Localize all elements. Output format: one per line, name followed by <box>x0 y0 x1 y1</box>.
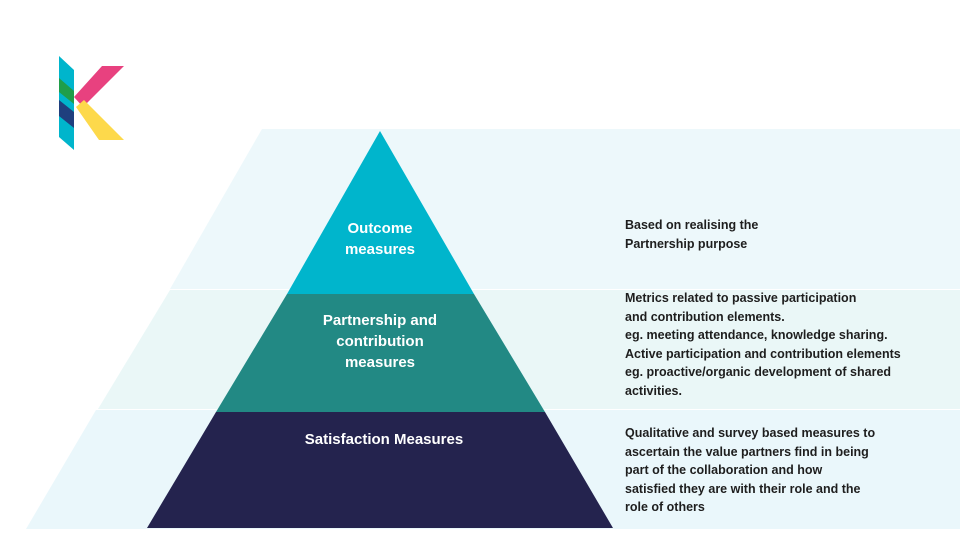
band-top <box>170 129 960 289</box>
tier-description-outcome: Based on realising the Partnership purpo… <box>625 218 759 251</box>
tier-label-outcome: Outcome measures <box>344 220 416 258</box>
pyramid-tier-top <box>287 131 474 294</box>
tier-label-partnership: Partnership and contribution measures <box>322 312 438 371</box>
tier-label-satisfaction: Satisfaction Measures <box>304 431 464 448</box>
k-logo-icon <box>59 56 124 150</box>
tier-description-satisfaction: Qualitative and survey based measures to… <box>625 426 876 514</box>
pyramid-tier-bottom <box>147 412 613 528</box>
pyramid-tier-middle <box>216 294 545 412</box>
tier-description-partnership: Metrics related to passive participation… <box>625 291 901 398</box>
